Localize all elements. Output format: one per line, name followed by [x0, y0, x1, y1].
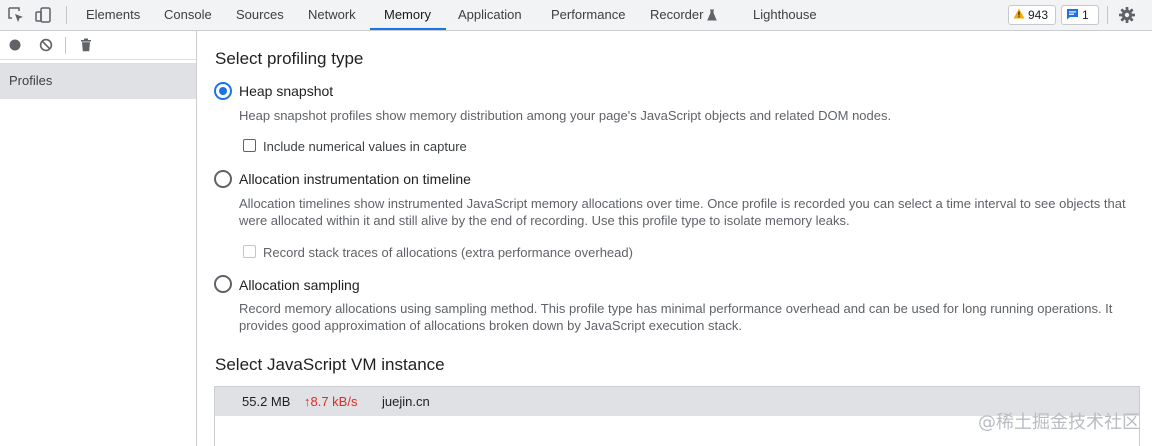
- vm-heap-size: 55.2 MB: [242, 394, 291, 409]
- warnings-badge[interactable]: 943: [1008, 5, 1056, 25]
- heap-snapshot-label[interactable]: Heap snapshot: [239, 83, 334, 99]
- tab-console[interactable]: Console: [164, 7, 212, 22]
- toolbar-divider: [66, 6, 67, 24]
- message-icon: [1066, 8, 1079, 23]
- heap-snapshot-description: Heap snapshot profiles show memory distr…: [239, 108, 892, 123]
- allocation-sampling-label[interactable]: Allocation sampling: [239, 277, 360, 293]
- vm-allocation-rate: ↑8.7 kB/s: [304, 394, 358, 409]
- toolbar-divider: [65, 37, 66, 54]
- toolbar-divider: [1107, 6, 1108, 24]
- tab-memory[interactable]: Memory: [384, 7, 431, 22]
- collect-garbage-button[interactable]: [75, 35, 97, 57]
- messages-badge[interactable]: 1: [1061, 5, 1099, 25]
- vm-instance-row[interactable]: 55.2 MB ↑8.7 kB/s juejin.cn: [215, 387, 1139, 416]
- watermark-text: @稀土掘金技术社区: [978, 412, 1140, 433]
- warning-icon: [1013, 8, 1025, 22]
- tab-performance[interactable]: Performance: [551, 7, 626, 22]
- devtools-tabbar: Elements Console Sources Network Memory …: [0, 0, 1152, 31]
- allocation-timeline-label[interactable]: Allocation instrumentation on timeline: [239, 171, 471, 187]
- allocation-sampling-description: Record memory allocations using sampling…: [239, 301, 1113, 333]
- heap-snapshot-radio[interactable]: [214, 82, 232, 100]
- tab-lighthouse[interactable]: Lighthouse: [753, 7, 817, 22]
- warnings-count: 943: [1028, 8, 1049, 22]
- record-stack-traces-label[interactable]: Record stack traces of allocations (extr…: [263, 245, 633, 260]
- record-button[interactable]: [4, 35, 26, 57]
- clear-profiles-button[interactable]: [35, 35, 57, 57]
- settings-gear-icon[interactable]: [1117, 5, 1137, 25]
- vm-instance-list: 55.2 MB ↑8.7 kB/s juejin.cn: [214, 386, 1140, 446]
- flask-icon: [705, 5, 719, 25]
- sidebar-toolbar: [0, 31, 196, 60]
- profiling-type-title: Select profiling type: [215, 49, 364, 68]
- sidebar-item-profiles[interactable]: Profiles: [0, 63, 196, 99]
- tab-elements[interactable]: Elements: [86, 7, 141, 22]
- device-toolbar-icon[interactable]: [33, 5, 53, 25]
- record-stack-traces-checkbox[interactable]: [243, 245, 256, 258]
- allocation-timeline-description: Allocation timelines show instrumented J…: [239, 196, 1126, 228]
- record-icon: [8, 38, 22, 55]
- allocation-timeline-radio[interactable]: [214, 170, 232, 188]
- allocation-sampling-radio[interactable]: [214, 275, 232, 293]
- vm-instance-title: Select JavaScript VM instance: [215, 355, 445, 374]
- tab-application[interactable]: Application: [458, 7, 522, 22]
- block-icon: [39, 38, 53, 55]
- tab-recorder[interactable]: Recorder: [650, 7, 704, 22]
- tab-network[interactable]: Network: [308, 7, 356, 22]
- profiles-sidebar: Profiles: [0, 31, 197, 446]
- messages-count: 1: [1082, 8, 1089, 22]
- vm-instance-name: juejin.cn: [382, 394, 430, 409]
- tab-sources[interactable]: Sources: [236, 7, 284, 22]
- include-numerical-values-label[interactable]: Include numerical values in capture: [263, 139, 467, 154]
- include-numerical-values-checkbox[interactable]: [243, 139, 256, 152]
- inspect-element-icon[interactable]: [6, 5, 26, 25]
- trash-icon: [79, 38, 93, 55]
- active-tab-indicator: [370, 28, 446, 30]
